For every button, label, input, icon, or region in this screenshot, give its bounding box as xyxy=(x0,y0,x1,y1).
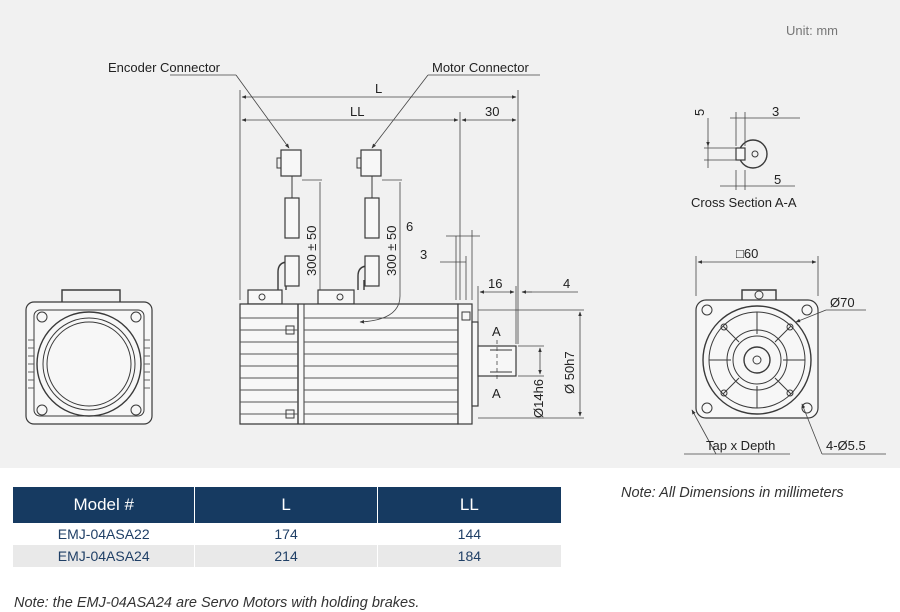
cell-LL: 144 xyxy=(377,523,561,545)
dim-6-label: 6 xyxy=(406,219,413,234)
table-row: EMJ-04ASA24 214 184 xyxy=(13,545,561,567)
drawing-panel: Unit: mm xyxy=(0,0,900,468)
bolt-circle-label: Ø70 xyxy=(830,295,855,310)
encoder-connector-label: Encoder Connector xyxy=(108,60,221,75)
cross-section-view xyxy=(704,112,800,190)
cell-model: EMJ-04ASA22 xyxy=(13,523,196,545)
unit-label: Unit: mm xyxy=(786,23,838,38)
cs-dim-5-vertical-label: 5 xyxy=(692,109,707,116)
dim-L-label: L xyxy=(375,81,382,96)
cable-length-encoder-label: 300 ± 50 xyxy=(304,225,319,276)
section-a-bottom-label: A xyxy=(492,386,501,401)
dim-4-label: 4 xyxy=(563,276,570,291)
mount-holes-label: 4-Ø5.5 xyxy=(826,438,866,453)
section-a-top-label: A xyxy=(492,324,501,339)
dimensions-table: Model # L LL EMJ-04ASA22 174 144 EMJ-04A… xyxy=(13,487,561,567)
dim-16-label: 16 xyxy=(488,276,502,291)
rear-end-view xyxy=(25,289,153,425)
cs-dim-5-label: 5 xyxy=(774,172,781,187)
shaft-diameter-label: Ø14h6 xyxy=(531,379,546,418)
header-L: L xyxy=(194,487,378,523)
cross-section-title: Cross Section A-A xyxy=(691,195,797,210)
header-LL: LL xyxy=(377,487,561,523)
cs-dim-3-label: 3 xyxy=(772,104,779,119)
dim-30-label: 30 xyxy=(485,104,499,119)
front-flange-view xyxy=(684,256,886,455)
cell-L: 174 xyxy=(194,523,378,545)
dim-3-label: 3 xyxy=(420,247,427,262)
cell-LL: 184 xyxy=(377,545,561,567)
motor-drawing: Unit: mm xyxy=(25,23,886,455)
dim-LL-label: LL xyxy=(350,104,364,119)
cell-model: EMJ-04ASA24 xyxy=(13,545,196,567)
flange-square-label: □60 xyxy=(736,246,758,261)
side-view xyxy=(170,74,584,425)
table-header-row: Model # L LL xyxy=(13,487,561,523)
tap-depth-label: Tap x Depth xyxy=(706,438,775,453)
cell-L: 214 xyxy=(194,545,378,567)
header-model: Model # xyxy=(13,487,196,523)
brake-note: Note: the EMJ-04ASA24 are Servo Motors w… xyxy=(14,595,420,611)
motor-connector-label: Motor Connector xyxy=(432,60,529,75)
table-row: EMJ-04ASA22 174 144 xyxy=(13,523,561,545)
dimensions-note: Note: All Dimensions in millimeters xyxy=(621,485,844,501)
cable-length-motor-label: 300 ± 50 xyxy=(384,225,399,276)
pilot-diameter-label: Ø 50h7 xyxy=(562,351,577,394)
